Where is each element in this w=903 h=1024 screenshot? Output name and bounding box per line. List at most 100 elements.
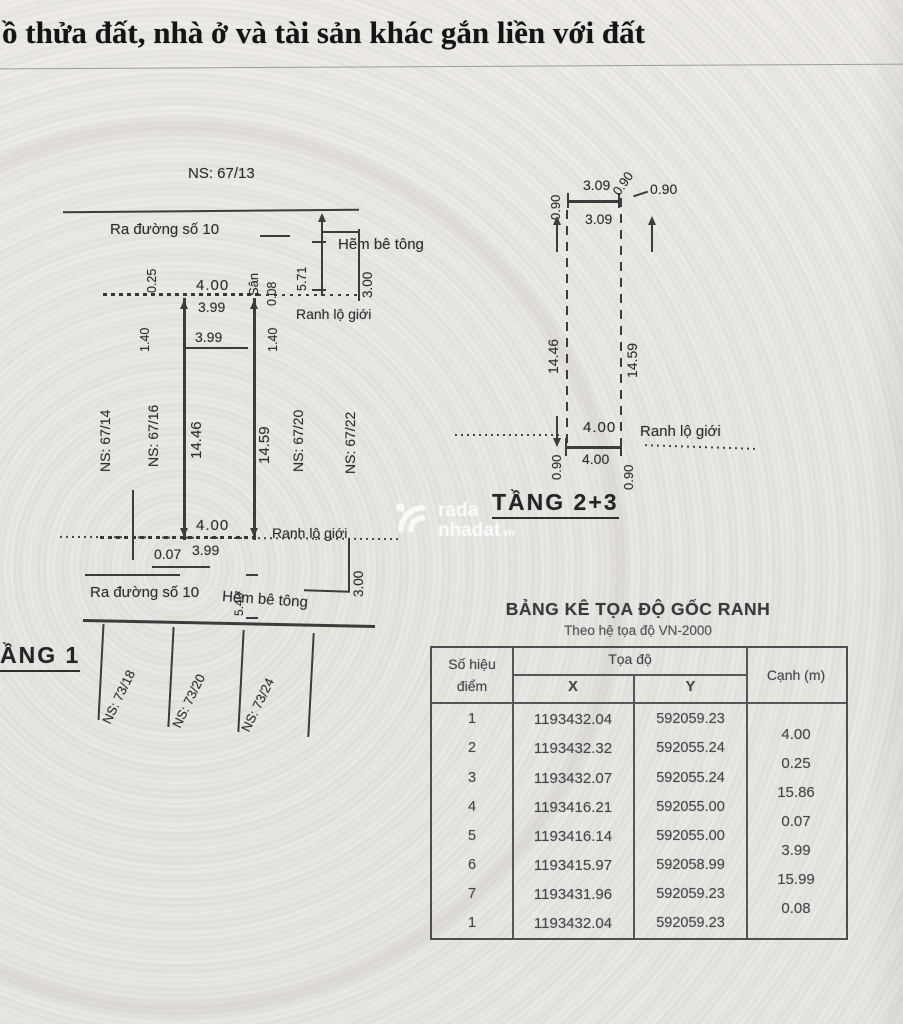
coord-y: 592055.24 xyxy=(656,740,725,756)
road-label-top: Ra đường số 10 xyxy=(110,221,220,238)
dim-alley-top: 5.71 xyxy=(295,266,309,291)
arrow-tick xyxy=(556,224,558,252)
plot-bottom-edge xyxy=(566,446,622,449)
dim-line xyxy=(568,200,618,203)
alley-box-bottom-edge xyxy=(303,589,351,593)
dim-width-top: 3.09 xyxy=(583,177,611,193)
page-title: ồ thửa đất, nhà ở và tài sản khác gắn li… xyxy=(2,15,645,50)
parcel-label-ns-67-16: NS: 67/16 xyxy=(145,404,161,467)
alley-box-right-edge-bottom xyxy=(348,539,350,592)
point-number: 5 xyxy=(467,828,477,844)
dim-tick xyxy=(567,193,569,208)
watermark: rada nhadat .vn xyxy=(391,498,515,543)
ranh-label: Ranh lộ giới xyxy=(640,423,721,440)
dim-tick xyxy=(618,193,620,208)
table-col-line xyxy=(512,648,514,938)
dim-tick xyxy=(565,438,567,456)
dim-inner-right: 1.40 xyxy=(266,327,280,352)
radar-logo-icon xyxy=(391,498,431,543)
col-header-x: X xyxy=(568,679,578,695)
watermark-tld: .vn xyxy=(500,527,515,539)
dim-width-bottom2: 4.00 xyxy=(582,451,610,467)
edge-length: 0.07 xyxy=(781,813,811,830)
point-number: 1 xyxy=(467,711,477,727)
arrow-tick xyxy=(556,416,558,440)
dim-tick xyxy=(620,438,622,456)
parcel-label-ns-67-20: NS: 67/20 xyxy=(290,409,306,472)
table-row-line xyxy=(512,674,748,676)
dim-length-right: 14.59 xyxy=(256,426,273,464)
arrow-down-icon xyxy=(180,528,188,537)
coord-x: 1193416.14 xyxy=(533,828,613,845)
dim-offset-top-left: 0.90 xyxy=(548,194,563,220)
ranh-label-bottom: Ranh lộ giới xyxy=(272,525,348,541)
parcel-label-ns-73-24: NS: 73/24 xyxy=(238,675,278,735)
road-dash xyxy=(85,574,180,576)
floor23-label: TẦNG 2+3 xyxy=(492,489,619,520)
dim-offset-bottom: 0.07 xyxy=(154,546,182,562)
plot-dashed-left xyxy=(566,210,568,448)
plot-dashed-right xyxy=(620,198,622,448)
coord-x: 1193415.97 xyxy=(533,857,613,874)
col-header-point2: điểm xyxy=(456,678,488,694)
floor1-label: TẦNG 1 xyxy=(0,642,81,673)
parcel-label-ns-67-14: NS: 67/14 xyxy=(97,409,113,472)
dim-alley-width-top: 3.00 xyxy=(360,271,375,298)
dim-width-top: 4.00 xyxy=(196,277,230,294)
road-label-bottom: Ra đường số 10 xyxy=(90,584,200,601)
dim-offset-top-right: 0.90 xyxy=(650,181,678,197)
dim-san-offset: 0.08 xyxy=(265,281,279,306)
road-line-top xyxy=(62,208,360,214)
table-header-line xyxy=(432,702,846,704)
plot-side-right xyxy=(253,298,256,540)
dim-length-right: 14.59 xyxy=(624,342,640,378)
road-dash xyxy=(152,566,210,568)
dim-tick xyxy=(246,617,258,619)
watermark-word1: rada xyxy=(438,500,479,522)
dim-tick xyxy=(246,574,258,576)
dim-tick xyxy=(312,241,326,243)
plot-boundary-top xyxy=(103,293,260,296)
leader-line xyxy=(633,190,648,197)
street-line-bottom xyxy=(83,618,375,628)
leader-dash xyxy=(260,235,290,237)
coord-y: 592055.00 xyxy=(656,799,725,815)
coordinate-table: Số hiệu điểm Tọa độ X Y Cạnh (m) 1 11934… xyxy=(430,646,848,940)
coord-y: 592055.24 xyxy=(656,770,725,786)
dim-offset-left: 0.25 xyxy=(145,268,159,293)
dim-line xyxy=(186,347,248,349)
arrow-up-icon xyxy=(553,216,561,225)
table-title: BẢNG KÊ TỌA ĐỘ GỐC RANH xyxy=(505,599,771,619)
coord-y: 592055.00 xyxy=(656,828,725,844)
table-col-line xyxy=(633,674,635,938)
arrow-down-icon xyxy=(553,438,561,447)
ranh-dotted-top xyxy=(258,294,360,296)
dim-width-bottom2: 3.99 xyxy=(192,542,220,558)
point-number: 4 xyxy=(467,799,477,815)
alley-box-right-edge xyxy=(358,229,360,301)
col-header-edge: Cạnh (m) xyxy=(766,667,826,683)
dim-length-left: 14.46 xyxy=(188,421,205,459)
coord-y: 592059.23 xyxy=(656,915,725,931)
dim-length-left: 14.46 xyxy=(545,338,561,374)
dim-width-bottom: 4.00 xyxy=(583,419,617,436)
edge-length: 15.86 xyxy=(777,784,815,801)
arrow-up-icon xyxy=(180,300,188,309)
title-divider xyxy=(0,63,903,70)
parcel-tick xyxy=(307,633,315,737)
alley-box-top-edge xyxy=(322,231,360,233)
col-header-y: Y xyxy=(685,679,696,695)
parcel-label-ns-73-20: NS: 73/20 xyxy=(169,671,209,731)
dim-width-mid: 3.99 xyxy=(198,299,226,315)
point-number: 7 xyxy=(467,886,477,902)
coord-x: 1193416.21 xyxy=(533,799,613,816)
dim-tick xyxy=(321,216,323,234)
point-number: 2 xyxy=(467,740,477,756)
ranh-dotted-left xyxy=(455,434,563,436)
edge-length: 0.25 xyxy=(781,755,811,772)
alley-label-top: Hẽm bê tông xyxy=(338,236,424,253)
dim-alley-width-bottom: 3.00 xyxy=(351,570,366,597)
ranh-dotted-right xyxy=(644,444,756,450)
dim-offset-bottom-right: 0.90 xyxy=(621,464,636,490)
